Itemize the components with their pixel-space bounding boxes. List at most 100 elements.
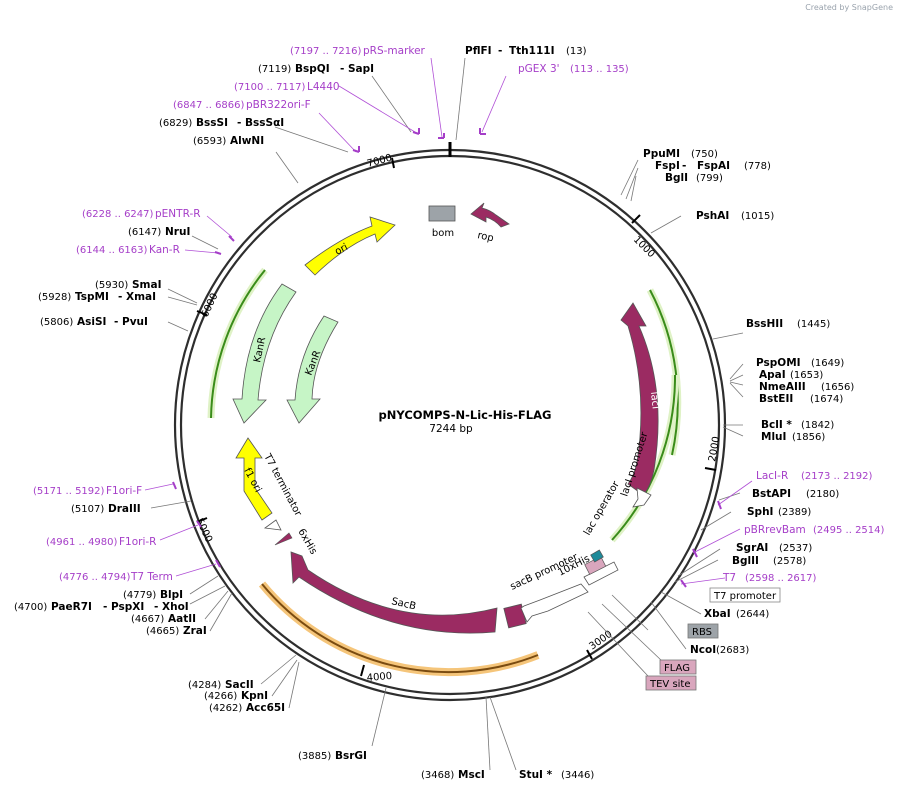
primer-l4440-name: L4440 [307,81,340,93]
feature-kanr-inner[interactable] [286,315,339,424]
site-fspi-dash: - [682,160,686,172]
site-bsteii-pos: (1674) [810,394,843,405]
site-xhoi: XhoI [162,601,189,613]
box-tev-label: TEV site [649,679,691,690]
site-bsssi-dash: - [237,117,241,129]
feature-t7-terminator[interactable] [263,519,282,531]
primer-f1orif-range: (5171 .. 5192) [33,486,105,497]
site-blpi-pos: (4779) [123,590,156,601]
feature-ori[interactable] [304,216,396,276]
site-stui: StuI * [519,769,553,781]
site-pflfi-2: - [498,45,502,57]
primer-l4440-range: (7100 .. 7117) [234,82,306,93]
watermark-brand: SnapGene [851,3,893,12]
ticks [196,157,717,677]
site-tspmi: TspMI [75,291,109,303]
site-pae-dash2: - [154,601,158,613]
box-flag[interactable] [659,659,697,675]
site-mlui-pos: (1856) [792,432,825,443]
feature-f1ori[interactable] [235,437,273,521]
primer-pgex-name: pGEX 3' [518,63,560,75]
leader-lines [150,57,744,771]
primer-pgex-range: (113 .. 135) [570,64,629,75]
primer-f1orir-name: F1ori-R [119,536,156,548]
site-smai: SmaI [132,279,162,291]
feature-ori-label: ori [333,242,350,258]
site-sgrai: SgrAI [736,542,768,554]
site-sgrai-pos: (2537) [779,543,812,554]
site-smai-pos: (5930) [95,280,128,291]
site-alwni-pos: (6593) [193,136,226,147]
primer-pbr322-name: pBR322ori-F [246,99,311,111]
feature-tev-site[interactable] [584,555,607,575]
site-draiii: DraIII [108,503,141,515]
site-ppumi: PpuMI [643,148,680,160]
site-sacii-pos: (4284) [188,680,221,691]
feature-flag-tag[interactable] [590,549,604,563]
feature-rop[interactable] [470,202,510,228]
box-rbs-label: RBS [692,627,712,638]
site-pshai: PshAI [696,210,729,222]
site-bsssai: BssSαI [245,117,284,129]
box-flag-label: FLAG [664,663,690,674]
site-bspqi: BspQI [295,63,330,75]
primer-pentr-range: (6228 .. 6247) [82,209,154,220]
site-tspmi-dash: - [118,291,122,303]
feature-kanr-outer[interactable] [232,283,297,424]
site-alwni: AlwNI [230,135,264,147]
site-sacii: SacII [225,679,254,691]
site-acc65i: Acc65I [246,702,285,714]
box-tev[interactable] [645,675,697,691]
feature-sacb-promoter[interactable] [520,583,589,623]
site-ncoi: NcoI [690,644,716,656]
site-mlui: MluI [761,431,786,443]
site-bsrgi: BsrGI [335,750,367,762]
site-sphi: SphI [747,506,773,518]
site-asisi-dash: - [114,316,118,328]
feature-lacI-label: lacI [648,391,661,409]
watermark-prefix: Created by [805,3,850,12]
site-apai: ApaI [759,369,786,381]
site-nmeaiii: NmeAIII [759,381,806,393]
feature-bom-label: bom [432,228,454,239]
site-bcli: BclI * [761,419,792,431]
primer-prs-range: (7197 .. 7216) [290,46,362,57]
site-kpni: KpnI [241,690,268,702]
site-bglii: BglII [732,555,759,567]
feature-kanr-outer-label: KanR [252,336,268,364]
feature-lacI-promoter[interactable] [632,487,652,508]
site-bcli-pos: (1842) [801,420,834,431]
site-pvui: PvuI [122,316,148,328]
site-blpi: BlpI [160,589,183,601]
box-t7-promoter[interactable] [709,587,781,603]
feature-sacb-label: SacB [390,596,417,612]
site-paer7i: PaeR7I [51,601,92,613]
site-pae-pos: (4700) [14,602,47,613]
snapgene-watermark: Created by SnapGene [805,3,893,12]
feature-6xhis[interactable] [274,532,293,546]
feature-rop-label: rop [476,230,494,244]
primer-t7term-name: T7 Term [130,571,173,583]
site-tth111i: Tth111I [509,45,554,57]
site-pae-dash1: - [103,601,107,613]
primer-pbr322-range: (6847 .. 6866) [173,100,245,111]
site-bsshii: BssHII [746,318,783,330]
feature-bom[interactable] [428,205,456,222]
primer-pbrrev-range: (2495 .. 2514) [813,525,885,536]
site-tspmi-pos: (5928) [38,292,71,303]
feature-sacb[interactable] [290,551,498,634]
site-nmeaiii-pos: (1656) [821,382,854,393]
site-msci: MscI [458,769,485,781]
primer-prs-name: pRS-marker [363,45,426,57]
box-rbs[interactable] [687,623,719,639]
site-bsshii-pos: (1445) [797,319,830,330]
site-pshai-pos: (1015) [741,211,774,222]
site-xbai-pos: (2644) [736,609,769,620]
site-sphi-pos: (2389) [778,507,811,518]
site-bstapi-pos: (2180) [806,489,839,500]
site-fspai: FspAI [697,160,730,172]
feature-lacI-line [649,289,679,456]
primer-t7-name: T7 [722,572,736,584]
primer-kanr-name: Kan-R [149,244,180,256]
site-pspxi: PspXI [111,601,144,613]
